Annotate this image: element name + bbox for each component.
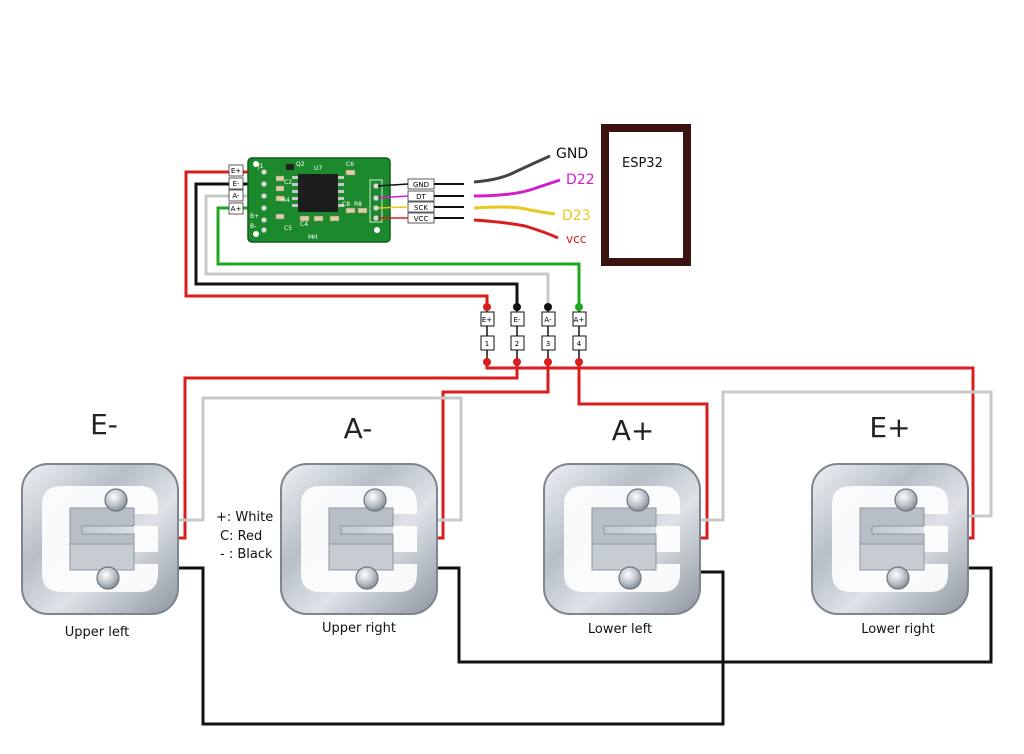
hx711-module: J1 Q2 U7 C6 C2 C4 C5 C8 R8 R4 MH B+ B- E… [228,157,435,243]
load-cell-title: E+ [869,411,910,444]
load-cell-upper-left: E- Upper left [21,408,179,640]
wire-white-upper-left-upper-right [175,396,463,522]
wire-black-upper-right-lower-right [433,566,993,664]
legend-red: C: Red [220,529,262,544]
silk-c5: C5 [284,225,292,232]
esp32-box [601,124,691,266]
silk-r4: R4 [282,197,290,204]
silk-r8: R8 [354,201,362,208]
silk-c4: C4 [300,221,308,228]
hx711-pin-dt: DT [416,193,426,201]
wire-e-plus-red [184,170,489,308]
terminal-number-2: 2 [515,340,519,348]
silk-brand: MH [308,234,318,241]
esp32-pin-gnd: GND [556,146,588,162]
silk-u7: U7 [314,165,322,172]
silk-b-plus: B+ [250,213,259,220]
legend-white: +: White [216,510,273,525]
wire-d23 [473,205,556,216]
load-cell-name: Upper left [65,625,130,640]
silk-b-minus: B- [250,223,256,230]
wire-terminal2-upper-left [175,362,519,540]
hx711-pin-e-minus: E- [233,180,240,188]
esp32-label: ESP32 [622,156,663,171]
silk-c8: C8 [342,201,350,208]
esp32-pin-d23: D23 [562,208,591,224]
hx711-chip [298,174,338,212]
wire-color-legend: +: White C: Red - : Black [216,510,273,562]
hx711-pin-vcc: VCC [414,215,429,223]
terminal-block: E+ 1 E- 2 A- 3 A+ [480,303,587,366]
wire-a-minus-white [204,194,550,308]
terminal-number-4: 4 [577,340,582,348]
terminal-number-3: 3 [546,340,550,348]
terminal-number-1: 1 [485,340,489,348]
esp32-pin-labels: GND D22 D23 vcc [556,146,595,246]
terminal-col-1: E+ 1 [480,303,495,366]
terminal-col-4: A+ 4 [572,303,587,366]
load-cell-name: Lower right [861,622,935,637]
silk-c6: C6 [346,161,354,168]
hx711-pin-e-plus: E+ [231,167,241,175]
load-cell-title: A+ [612,414,655,447]
wire-gnd [473,154,551,184]
terminal-label-a-minus: A- [544,316,552,324]
silk-q2: Q2 [296,161,305,168]
wire-terminal1-lower-right [485,362,975,540]
wire-e-minus-black [194,182,519,308]
silk-j1: J1 [257,163,264,170]
load-cell-upper-right: A- Upper right [280,412,438,636]
wire-black-upper-left-lower-left [175,566,725,726]
hx711-pin-sck: SCK [414,204,428,212]
terminal-col-3: A- 3 [541,303,556,366]
load-cell-title: E- [90,408,118,441]
terminal-col-2: E- 2 [510,303,525,366]
esp32-module: ESP32 [601,124,691,266]
hx711-pin-a-plus: A+ [231,205,242,213]
esp32-pin-vcc: vcc [566,232,586,246]
terminal-label-e-plus: E+ [482,316,492,324]
hx711-right-pin-labels: GND DT SCK VCC [407,178,435,224]
legend-black: - : Black [220,547,273,562]
hx711-left-pin-labels: E+ E- A- A+ [228,164,244,215]
hx711-pin-gnd: GND [413,181,429,189]
wire-terminal4-lower-left [577,362,709,540]
load-cell-lower-left: A+ Lower left [543,414,701,637]
load-cell-name: Lower left [588,622,652,637]
load-cell-title: A- [344,412,373,445]
hx711-pin-a-minus: A- [232,192,240,200]
wire-vcc [473,218,559,240]
terminal-label-e-minus: E- [514,316,521,324]
hx711-to-esp32-wires [377,154,561,240]
load-cell-lower-right: E+ Lower right [811,411,969,637]
loadcell-wires [175,362,993,726]
wire-terminal3-upper-right [433,362,550,540]
terminal-label-a-plus: A+ [574,316,585,324]
silk-c2: C2 [284,179,292,186]
esp32-pin-d22: D22 [566,172,595,188]
wire-white-lower-left-lower-right [697,390,993,522]
load-cell-name: Upper right [322,621,396,636]
wire-d22 [473,178,561,198]
